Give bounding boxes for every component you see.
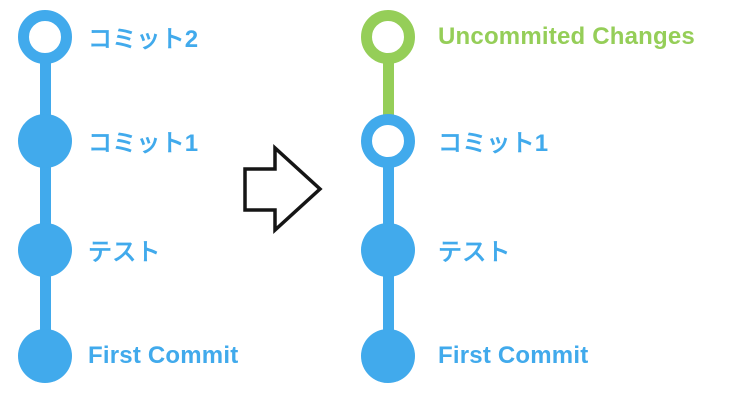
before-node-first-commit [18, 329, 72, 383]
after-node-commit-1 [361, 114, 415, 168]
before-label-commit-2: コミット2 [88, 26, 199, 54]
before-label-first-commit: First Commit [88, 341, 239, 369]
before-node-commit-1 [18, 114, 72, 168]
after-label-test: テスト [438, 239, 511, 267]
after-label-commit-1: コミット1 [438, 130, 549, 158]
before-node-test [18, 223, 72, 277]
transform-arrow-icon [240, 143, 326, 235]
after-node-uncommitted-changes [361, 10, 415, 64]
before-label-test: テスト [88, 239, 161, 267]
before-node-commit-2 [18, 10, 72, 64]
timeline-before-connector [39, 37, 51, 356]
timeline-after-connector-uncommitted [382, 37, 394, 141]
after-label-uncommitted-changes: Uncommited Changes [438, 22, 695, 50]
after-node-test [361, 223, 415, 277]
after-node-first-commit [361, 329, 415, 383]
before-label-commit-1: コミット1 [88, 130, 199, 158]
after-label-first-commit: First Commit [438, 341, 589, 369]
